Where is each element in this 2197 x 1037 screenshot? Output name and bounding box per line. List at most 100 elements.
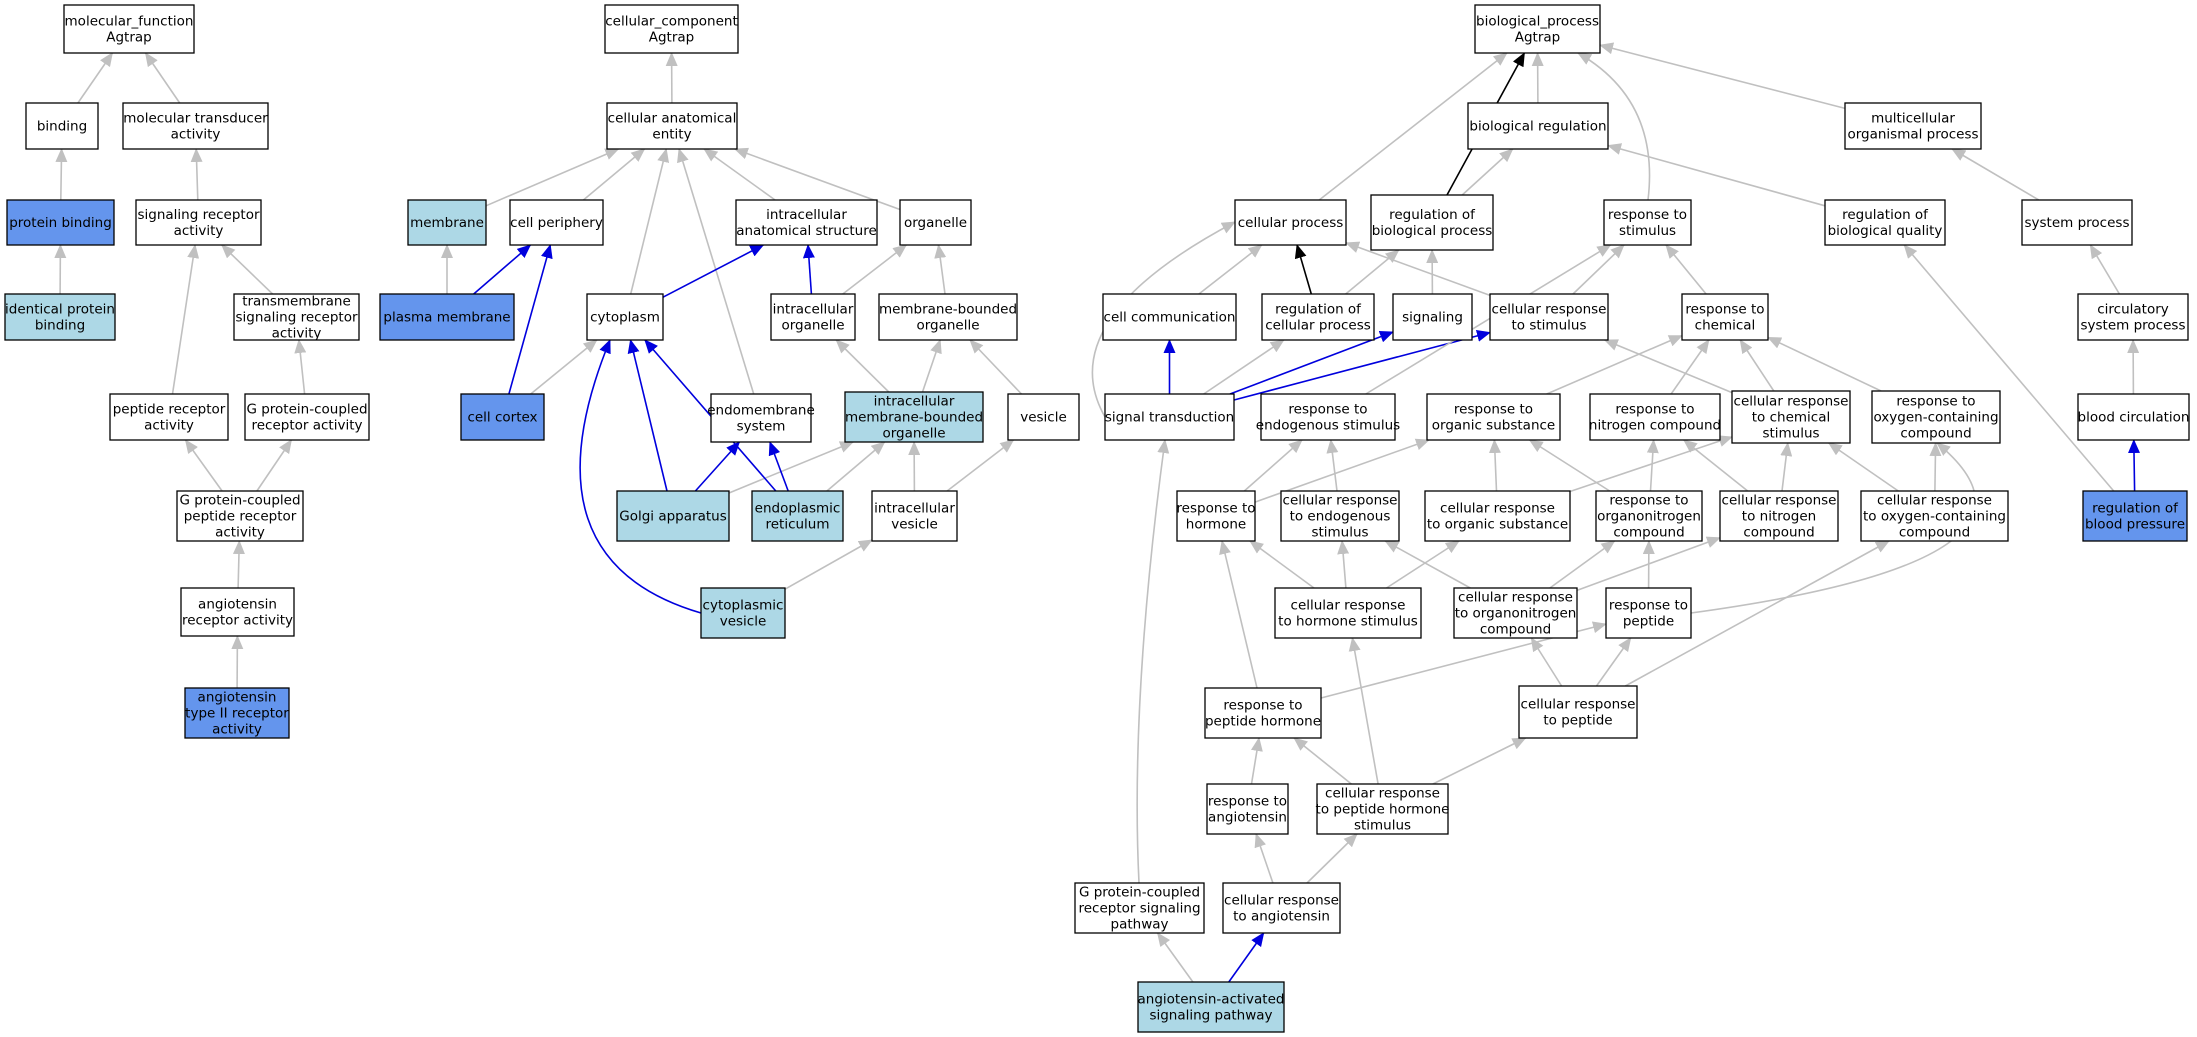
- node-box: [899, 199, 972, 246]
- node-protbind[interactable]: protein binding: [6, 199, 115, 246]
- node-label: G protein-coupled: [1079, 885, 1200, 901]
- node-label: membrane-bounded: [879, 302, 1017, 318]
- node-cortex[interactable]: cell cortex: [460, 393, 545, 441]
- node-membrane[interactable]: membrane: [407, 199, 487, 246]
- node-label: oxygen-containing: [1873, 410, 1998, 426]
- node-plasma[interactable]: plasma membrane: [379, 293, 515, 341]
- node-box: [878, 293, 1018, 341]
- node-box: [1603, 199, 1692, 246]
- edge-vesicle-to-mbo: [969, 339, 1023, 395]
- node-label: regulation of: [1389, 207, 1476, 223]
- node-label: endoplasmic: [755, 501, 841, 517]
- node-label: hormone: [1186, 517, 1246, 533]
- node-bloodcirc[interactable]: blood circulation: [2077, 393, 2190, 441]
- node-box: [1681, 293, 1769, 341]
- edge-cellresppep-to-resppep: [1595, 637, 1632, 687]
- node-cellper[interactable]: cell periphery: [509, 199, 604, 246]
- node-label: response to: [1288, 402, 1367, 418]
- node-organelle[interactable]: organelle: [899, 199, 972, 246]
- node-cellproc[interactable]: cellular process: [1234, 199, 1347, 246]
- edge-protbind-to-binding: [55, 148, 68, 201]
- node-label: nitrogen compound: [1589, 418, 1721, 434]
- edge-sigrec-to-mtact: [190, 148, 203, 201]
- node-sysproc[interactable]: system process: [2021, 199, 2133, 246]
- node-golgi[interactable]: Golgi apparatus: [616, 490, 730, 542]
- node-label: biological_process: [1476, 14, 1599, 30]
- edge-cellrespstim-to-cellproc: [1345, 241, 1491, 297]
- node-box: [1453, 587, 1578, 639]
- node-label: pathway: [1111, 917, 1169, 933]
- node-box: [1274, 587, 1422, 639]
- node-box: [1370, 194, 1494, 251]
- node-bioreg[interactable]: biological regulation: [1467, 102, 1609, 150]
- node-box: [751, 490, 844, 542]
- edge-cellresphorm-to-cellrespendo: [1337, 540, 1350, 589]
- edge-angsig-to-cellrespang: [1228, 932, 1265, 983]
- node-binding[interactable]: binding: [25, 102, 99, 150]
- node-box: [1844, 102, 1982, 150]
- node-signaling[interactable]: signaling: [1392, 293, 1473, 341]
- node-label: to angiotensin: [1233, 909, 1330, 925]
- node-cellcomm[interactable]: cell communication: [1102, 293, 1237, 341]
- node-vesicle[interactable]: vesicle: [1007, 393, 1080, 441]
- edge-er-to-imbo: [826, 441, 886, 492]
- node-sigtrans[interactable]: signal transduction: [1104, 393, 1235, 441]
- node-box: [1260, 393, 1396, 441]
- node-cytoplasm[interactable]: cytoplasm: [586, 293, 664, 341]
- edge-regcell-to-cellproc: [1294, 244, 1313, 295]
- node-label: signaling receptor: [137, 207, 260, 223]
